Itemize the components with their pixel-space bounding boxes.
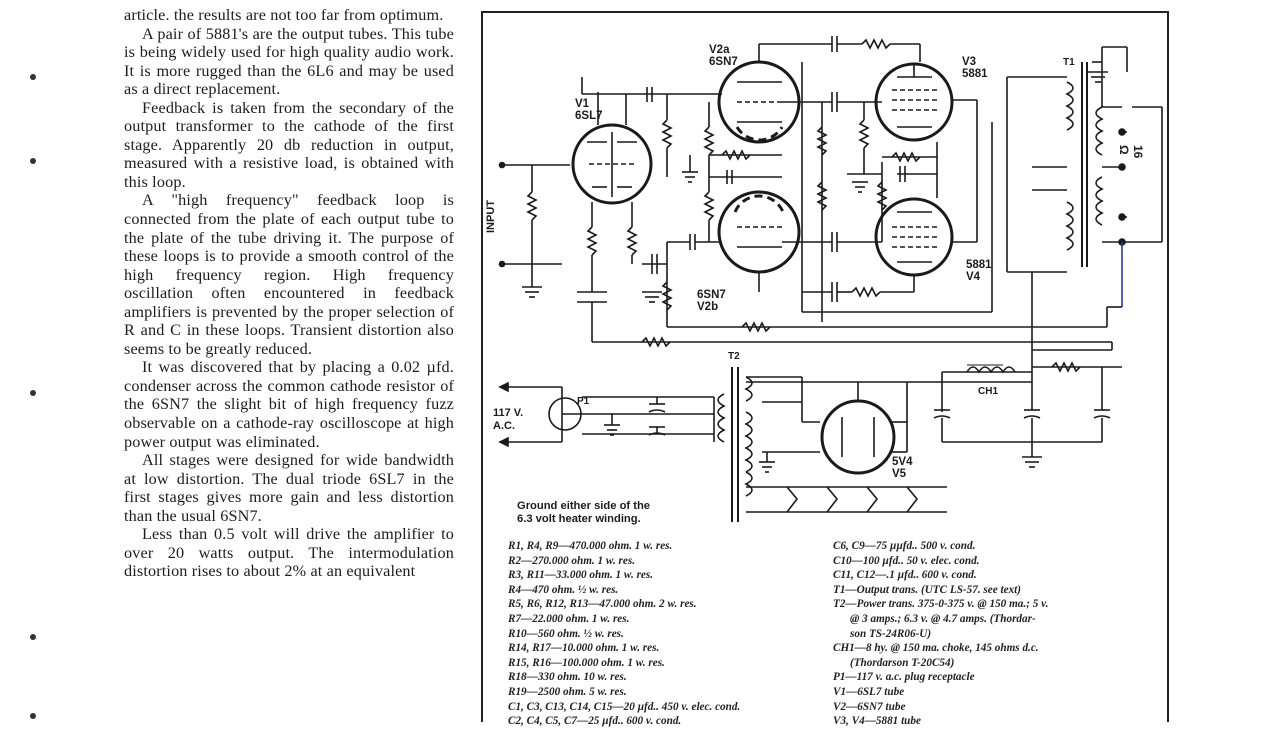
part-entry: P1—117 v. a.c. plug receptacle — [833, 671, 975, 684]
part-entry: T1—Output trans. (UTC LS-57. see text) — [833, 583, 1022, 596]
paragraph: A "high frequency" feedback loop is conn… — [124, 191, 454, 358]
part-entry: T2—Power trans. 375-0-375 v. @ 150 ma.; … — [833, 598, 1049, 611]
schematic-diagram — [498, 36, 1163, 522]
part-entry: R5, R6, R12, R13—47.000 ohm. 2 w. res. — [508, 598, 697, 611]
part-entry: V1—6SL7 tube — [833, 685, 905, 698]
margin-bullet — [30, 634, 36, 640]
t1-label: T1 — [1063, 57, 1075, 68]
part-entry: (Thordarson T-20C54) — [850, 656, 955, 669]
part-entry: R1, R4, R9—470.000 ohm. 1 w. res. — [508, 540, 673, 552]
label-v2b: 6SN7 V2b — [697, 289, 726, 313]
part-entry: C1, C3, C13, C14, C15—20 µfd.. 450 v. el… — [508, 700, 741, 713]
part-entry: R18—330 ohm. 10 w. res. — [508, 671, 627, 684]
label-v1: V1 6SL7 — [575, 98, 603, 122]
part-entry: R7—22.000 ohm. 1 w. res. — [508, 612, 630, 625]
part-entry: C10—100 µfd.. 50 v. elec. cond. — [833, 554, 980, 567]
schematic-figure: V1 6SL7 V2a 6SN7 6SN7 V2b V3 5881 5881 V… — [481, 11, 1169, 727]
p1-label: P1 — [577, 396, 590, 407]
part-entry: V2—6SN7 tube — [833, 700, 906, 713]
paragraph: Feedback is taken from the secondary of … — [124, 98, 454, 191]
paragraph: All stages were designed for wide bandwi… — [124, 451, 454, 525]
paragraph: article. the results are not too far fro… — [124, 6, 444, 24]
part-entry: R15, R16—100.000 ohm. 1 w. res. — [508, 656, 665, 669]
margin-bullet — [30, 74, 36, 80]
t2-label: T2 — [728, 351, 740, 362]
part-entry: CH1—8 hy. @ 150 ma. choke, 145 ohms d.c. — [833, 642, 1039, 655]
part-entry: R10—560 ohm. ½ w. res. — [508, 627, 624, 640]
part-entry: @ 3 amps.; 6.3 v. @ 4.7 amps. (Thordar- — [850, 612, 1036, 625]
label-v5: 5V4 V5 — [892, 456, 913, 480]
article-text: article. the results are not too far fro… — [124, 6, 454, 581]
part-entry: C6, C9—75 µµfd.. 500 v. cond. — [833, 540, 976, 552]
ac-input-label: 117 V. A.C. — [493, 407, 524, 432]
output-impedance-label: 16 Ω — [1117, 145, 1145, 159]
margin-bullet — [30, 390, 36, 396]
paragraph: Less than 0.5 volt will drive the amplif… — [124, 525, 454, 581]
part-entry: son TS-24R06-U) — [850, 627, 932, 640]
label-v3: V3 5881 — [962, 56, 988, 80]
part-entry: R4—470 ohm. ½ w. res. — [508, 583, 619, 596]
ground-note: Ground either side of the 6.3 volt heate… — [517, 500, 651, 525]
choke-label: CH1 — [978, 386, 999, 397]
article-column: article. the results are not too far fro… — [0, 0, 470, 720]
part-entry: R2—270.000 ohm. 1 w. res. — [508, 554, 636, 567]
parts-list-left: R1, R4, R9—470.000 ohm. 1 w. res. R2—270… — [508, 539, 740, 729]
part-entry: C2, C4, C5, C7—25 µfd.. 600 v. cond. — [508, 715, 682, 728]
label-v2a: V2a 6SN7 — [709, 44, 738, 68]
margin-bullet — [30, 713, 36, 719]
part-entry: V3, V4—5881 tube — [833, 715, 921, 728]
margin-bullet — [30, 158, 36, 164]
part-entry: R14, R17—10.000 ohm. 1 w. res. — [508, 642, 660, 655]
paragraph: It was discovered that by placing a 0.02… — [124, 358, 454, 451]
label-v4: 5881 V4 — [966, 259, 992, 283]
part-entry: R19—2500 ohm. 5 w. res. — [508, 685, 627, 698]
part-entry: R3, R11—33.000 ohm. 1 w. res. — [508, 569, 654, 582]
paragraph: A pair of 5881's are the output tubes. T… — [124, 24, 454, 99]
parts-list-right: C6, C9—75 µµfd.. 500 v. cond. C10—100 µf… — [833, 539, 1048, 729]
part-entry: C11, C12—.1 µfd.. 600 v. cond. — [833, 569, 977, 582]
input-label: INPUT — [485, 200, 497, 233]
